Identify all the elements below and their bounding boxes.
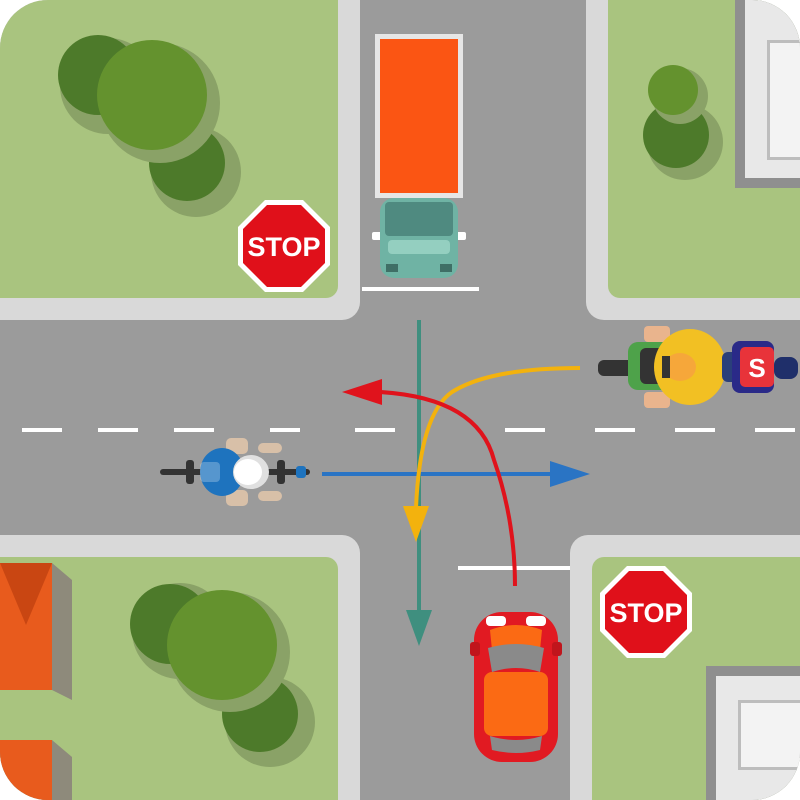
stop-sign-label: STOP xyxy=(609,598,682,628)
stop-sign-icon: STOP xyxy=(600,566,692,658)
tree-icon xyxy=(643,65,723,180)
motorcycle-icon: S xyxy=(598,326,798,408)
motorcycle-plate: S xyxy=(748,353,765,383)
house-icon xyxy=(706,666,800,800)
car-icon xyxy=(470,612,562,762)
stop-sign-icon: STOP xyxy=(238,200,330,292)
tree-icon xyxy=(58,35,241,217)
arrow-icon xyxy=(322,320,590,646)
bicycle-icon xyxy=(160,438,310,506)
truck-icon xyxy=(372,34,466,278)
stop-line-top xyxy=(362,287,479,291)
tree-icon xyxy=(130,583,315,767)
house-icon xyxy=(0,563,72,800)
stop-sign-label: STOP xyxy=(247,232,320,262)
house-icon xyxy=(735,0,800,188)
